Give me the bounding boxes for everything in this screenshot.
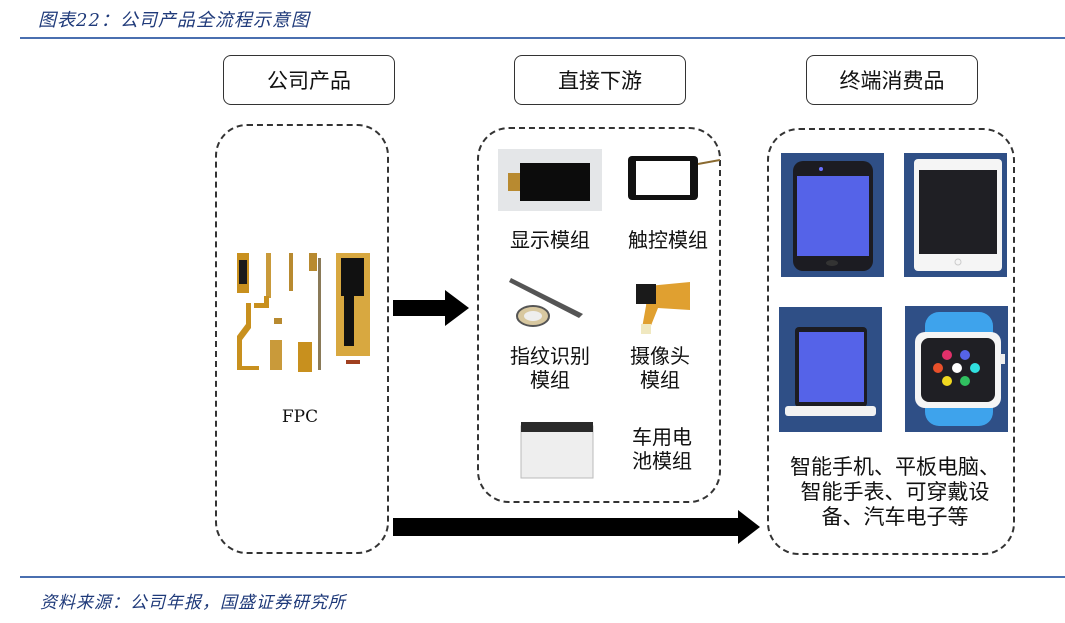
arrow-right-icon bbox=[393, 290, 469, 326]
car-battery-module-icon bbox=[520, 422, 594, 479]
consumer-description-line1: 智能手机、平板电脑、 bbox=[790, 455, 1000, 479]
display-module-label: 显示模组 bbox=[510, 228, 590, 252]
camera-module-icon bbox=[636, 282, 690, 334]
source-note: 资料来源：公司年报，国盛证券研究所 bbox=[40, 593, 346, 613]
fpc-label: FPC bbox=[281, 407, 319, 427]
smartwatch-icon bbox=[905, 306, 1008, 432]
header-downstream-label: 直接下游 bbox=[558, 69, 642, 93]
company-products-panel bbox=[215, 124, 389, 554]
touch-module-label: 触控模组 bbox=[628, 228, 708, 252]
consumer-description-line2: 智能手表、可穿戴设 bbox=[800, 480, 990, 504]
top-rule bbox=[20, 37, 1065, 39]
laptop-icon bbox=[779, 307, 882, 432]
consumer-products-panel bbox=[767, 128, 1015, 555]
tablet-icon bbox=[904, 153, 1007, 277]
touch-module-icon bbox=[628, 156, 720, 200]
camera-module-label: 摄像头 模组 bbox=[615, 344, 705, 392]
car-battery-module-label-line1: 车用电 bbox=[632, 425, 692, 449]
camera-module-label-line2: 模组 bbox=[640, 368, 680, 392]
header-downstream: 直接下游 bbox=[514, 55, 686, 105]
fpc-image-icon bbox=[237, 253, 370, 372]
consumer-products-description: 智能手机、平板电脑、 智能手表、可穿戴设 备、汽车电子等 bbox=[775, 455, 1015, 530]
fingerprint-module-label-line2: 模组 bbox=[530, 368, 570, 392]
display-module-icon bbox=[498, 149, 602, 211]
fingerprint-module-label: 指纹识别 模组 bbox=[500, 344, 600, 392]
long-arrow-right-icon bbox=[393, 510, 760, 544]
bottom-rule bbox=[20, 576, 1065, 578]
header-consumer-products: 终端消费品 bbox=[806, 55, 978, 105]
fingerprint-module-label-line1: 指纹识别 bbox=[510, 344, 590, 368]
car-battery-module-label: 车用电 池模组 bbox=[622, 425, 702, 473]
consumer-description-line3: 备、汽车电子等 bbox=[821, 505, 969, 529]
header-company-products: 公司产品 bbox=[223, 55, 395, 105]
car-battery-module-label-line2: 池模组 bbox=[632, 449, 692, 473]
smartphone-icon bbox=[781, 153, 884, 277]
fingerprint-module-icon bbox=[509, 278, 583, 327]
header-company-products-label: 公司产品 bbox=[267, 69, 351, 93]
camera-module-label-line1: 摄像头 bbox=[630, 344, 690, 368]
figure-caption: 图表22：公司产品全流程示意图 bbox=[38, 10, 310, 31]
downstream-panel bbox=[477, 127, 721, 503]
header-consumer-products-label: 终端消费品 bbox=[839, 69, 945, 93]
